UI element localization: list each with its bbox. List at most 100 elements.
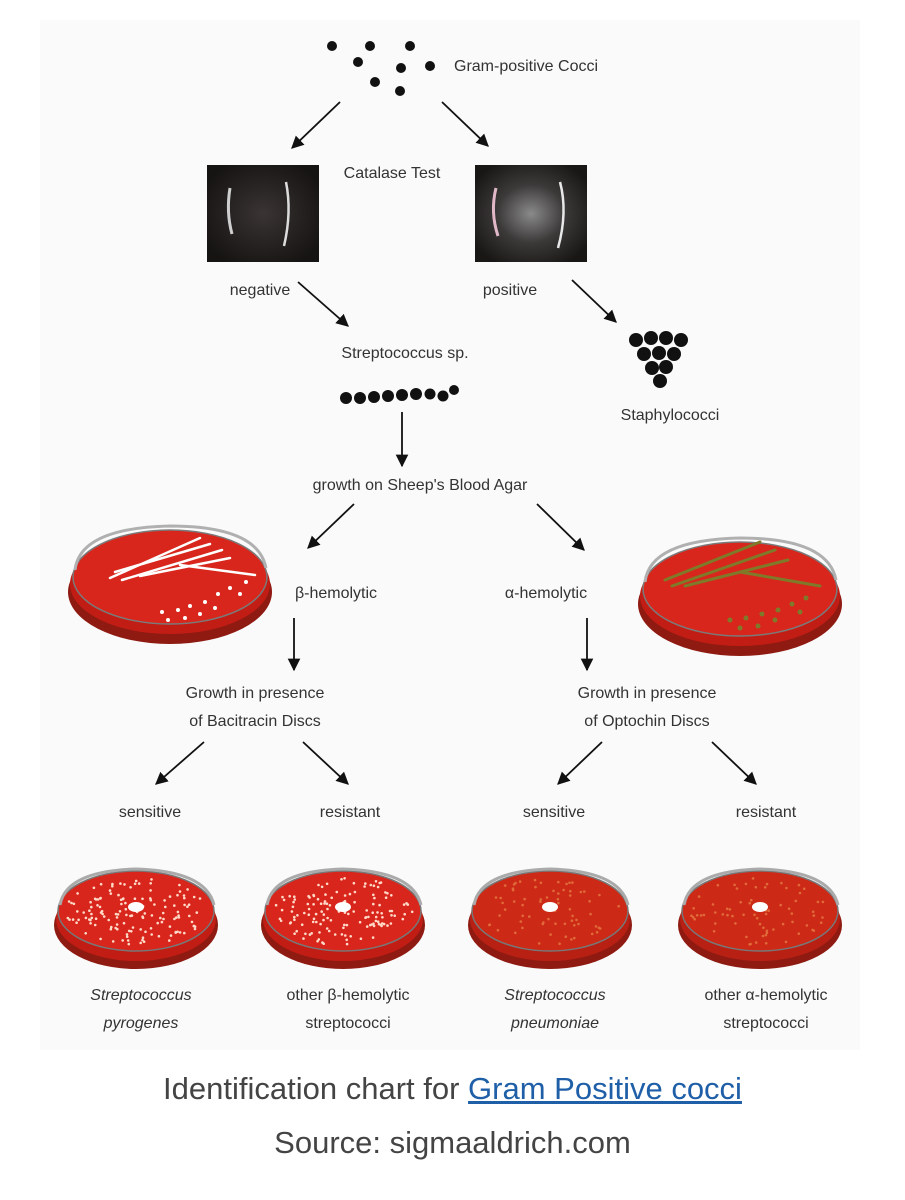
colony-dot <box>378 903 381 907</box>
colony-dot <box>573 924 576 927</box>
colony-dot <box>307 913 311 916</box>
colony-dot <box>352 881 356 885</box>
colony-dot <box>512 900 516 903</box>
colony-dot <box>149 889 152 892</box>
colony-dot <box>169 934 173 937</box>
colony-dot <box>503 884 507 887</box>
colony-dot <box>765 929 769 933</box>
colony-dot <box>66 916 70 920</box>
colony-dot <box>812 929 816 932</box>
colony-dot <box>317 883 320 887</box>
bacitracin-line-1: Growth in presence <box>185 685 325 702</box>
colony-dot <box>557 901 560 905</box>
colony-dot <box>274 903 278 907</box>
colony-dot <box>557 892 560 895</box>
colony-dot <box>564 935 568 938</box>
colony-dot <box>751 877 755 880</box>
colony-dot <box>149 927 153 930</box>
colony-dot <box>312 917 316 921</box>
colony-dot <box>598 927 602 930</box>
colony-dot <box>92 886 96 890</box>
colony-dot <box>109 927 113 931</box>
colony-dot <box>99 882 103 886</box>
colony-dot <box>129 914 132 918</box>
colony-dot <box>102 915 106 918</box>
colony-dot <box>761 934 765 938</box>
colony-dot <box>579 890 583 894</box>
colony-dot <box>71 918 75 921</box>
colony-dot <box>735 887 739 890</box>
colony-dot <box>554 922 557 925</box>
leaf-4-organism-line-2: streptococci <box>723 1015 809 1032</box>
colony-dot <box>168 925 172 928</box>
colony-dot <box>150 878 153 881</box>
colony-dot <box>72 902 76 906</box>
colony-dot <box>571 881 574 884</box>
gram-positive-cocci-link[interactable]: Gram Positive cocci <box>468 1071 742 1106</box>
colony-dot <box>521 926 524 930</box>
colony-dot <box>745 935 748 939</box>
colony-dot <box>291 905 295 909</box>
colony-dot <box>111 884 114 888</box>
colony-dot <box>785 886 788 890</box>
optochin-label: Growth in presence of Optochin Discs <box>552 680 742 736</box>
colony-dot <box>712 930 716 933</box>
colony-dot <box>320 885 324 889</box>
leaf-4-result: resistant <box>735 804 797 821</box>
colony-dot <box>577 922 580 926</box>
colony-dot <box>176 893 179 897</box>
colony-dot <box>89 900 92 904</box>
colony-dot <box>539 881 543 885</box>
colony-dot <box>329 919 333 922</box>
colony-dot <box>371 936 375 939</box>
colony-dot <box>89 918 92 922</box>
colony-dot <box>787 907 791 910</box>
colony-dot <box>812 914 816 917</box>
colony-dot <box>797 932 801 935</box>
colony-dot <box>320 910 323 913</box>
colony-dot <box>324 893 327 896</box>
colony-dot <box>150 914 154 917</box>
colony-dot <box>389 922 393 925</box>
plate-other-beta-hemolytic <box>261 867 425 969</box>
colony-dot <box>371 911 374 914</box>
colony-dot <box>127 942 131 946</box>
colony-dot <box>558 942 561 945</box>
colony-dot <box>498 914 501 917</box>
leaf-1-organism-line-2: pyrogenes <box>103 1015 179 1032</box>
colony-dot <box>534 885 537 889</box>
colony-dot <box>754 941 758 944</box>
colony-dot <box>731 914 734 918</box>
colony-dot <box>293 915 296 919</box>
colony-dot <box>89 922 92 925</box>
colony-dot <box>562 888 565 892</box>
colony-dot <box>541 922 545 926</box>
colony-dot <box>279 919 283 923</box>
colony-dot <box>563 922 567 926</box>
colony-dot <box>326 907 329 911</box>
colony-dot <box>726 913 729 917</box>
cocci-dots-icon <box>327 41 435 96</box>
colony-dot <box>303 911 306 915</box>
colony-dot <box>802 887 806 891</box>
leaf-3-organism: Streptococcus pneumoniae <box>480 982 630 1038</box>
colony-dot <box>111 882 114 886</box>
colony-dot <box>149 897 152 900</box>
colony-dot <box>573 936 576 940</box>
colony-dot <box>316 939 319 943</box>
colony-dot <box>390 909 394 913</box>
colony-dot <box>153 903 156 906</box>
colony-dot <box>547 917 550 921</box>
colony-dot <box>372 902 375 906</box>
colony-dot <box>293 932 296 935</box>
colony-dot <box>177 914 180 917</box>
colony-dot <box>168 939 171 942</box>
colony-dot <box>90 916 94 920</box>
colony-dot <box>380 912 383 915</box>
colony-dot <box>328 904 332 907</box>
colony-dot <box>821 900 825 904</box>
colony-dot <box>374 880 378 883</box>
colony-dot <box>488 923 491 927</box>
leaf-2-result: resistant <box>319 804 381 821</box>
colony-dot <box>765 882 769 886</box>
